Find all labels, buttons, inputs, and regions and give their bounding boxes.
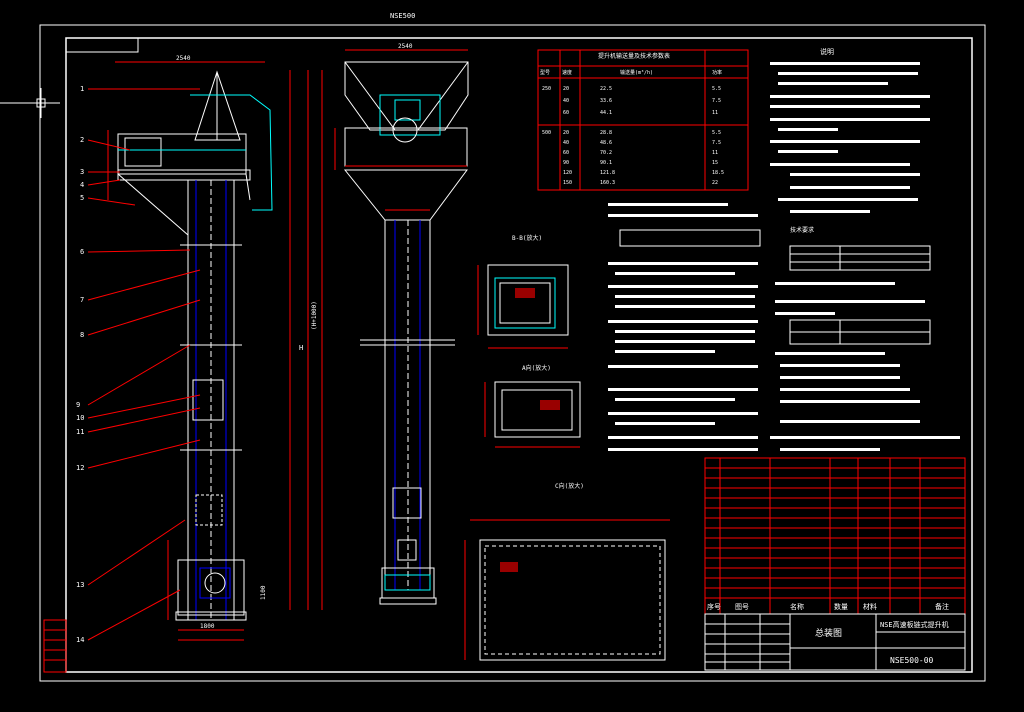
notes-title: 说明 [820, 47, 834, 56]
svg-text:150: 150 [563, 180, 572, 186]
svg-text:6: 6 [80, 248, 84, 256]
svg-text:22: 22 [712, 180, 718, 186]
margin-table [43, 619, 67, 673]
dim-top-width-mid: 2540 [398, 43, 413, 50]
dim-base-width: 1800 [200, 623, 215, 630]
svg-text:1: 1 [80, 85, 84, 93]
svg-text:图号: 图号 [735, 603, 749, 611]
crosshair-icon [0, 88, 60, 118]
svg-text:121.8: 121.8 [600, 170, 615, 176]
section-c: C向(放大) [464, 482, 670, 661]
drawing-number: NSE500-00 [890, 656, 934, 665]
svg-text:40: 40 [563, 140, 569, 146]
dim-vertical-h: H [299, 344, 303, 352]
svg-text:速度: 速度 [562, 69, 572, 76]
svg-text:11: 11 [76, 428, 84, 436]
parts-list: 序号 图号 名称 数量 材料 备注 [704, 457, 966, 615]
svg-text:160.3: 160.3 [600, 180, 615, 186]
svg-text:40: 40 [563, 98, 569, 104]
dim-height-1: 1100 [260, 585, 267, 600]
svg-text:120: 120 [563, 170, 572, 176]
section-b-label: B-B(放大) [512, 234, 542, 242]
svg-text:20: 20 [563, 130, 569, 136]
outer-frame [39, 24, 986, 682]
parameter-table: 提升机输送量及技术参数表 型号 速度 输送量(m³/h) 功率 250 20 2… [537, 49, 749, 191]
svg-text:60: 60 [563, 110, 569, 116]
svg-text:500: 500 [542, 130, 551, 136]
product-name: NSE高速板链式提升机 [880, 620, 949, 629]
svg-text:11: 11 [712, 150, 718, 156]
svg-text:4: 4 [80, 181, 84, 189]
svg-text:型号: 型号 [540, 69, 550, 76]
svg-text:90: 90 [563, 160, 569, 166]
svg-text:90.1: 90.1 [600, 160, 612, 166]
corner-box [65, 37, 139, 53]
svg-text:9: 9 [76, 401, 80, 409]
svg-text:20: 20 [563, 86, 569, 92]
elevator-front-view: 2540 1800 H [107, 55, 323, 641]
svg-text:70.2: 70.2 [600, 150, 612, 156]
svg-text:7.5: 7.5 [712, 140, 721, 146]
svg-text:名称: 名称 [790, 602, 804, 611]
title-block: 总装图 NSE高速板链式提升机 NSE500-00 [704, 613, 966, 671]
svg-text:13: 13 [76, 581, 84, 589]
svg-text:序号: 序号 [707, 602, 721, 611]
svg-text:数量: 数量 [834, 602, 848, 611]
svg-text:28.8: 28.8 [600, 130, 612, 136]
svg-text:7.5: 7.5 [712, 98, 721, 104]
svg-text:44.1: 44.1 [600, 110, 612, 116]
top-label: NSE500 [390, 12, 415, 20]
svg-text:22.5: 22.5 [600, 86, 612, 92]
svg-text:33.6: 33.6 [600, 98, 612, 104]
svg-text:250: 250 [542, 86, 551, 92]
svg-text:12: 12 [76, 464, 84, 472]
svg-text:2: 2 [80, 136, 84, 144]
callouts [87, 88, 201, 641]
svg-text:3: 3 [80, 168, 84, 176]
svg-text:11: 11 [712, 110, 718, 116]
inner-frame [65, 37, 973, 673]
svg-text:5.5: 5.5 [712, 86, 721, 92]
dim-top-width-left: 2540 [176, 55, 191, 62]
svg-text:60: 60 [563, 150, 569, 156]
svg-text:材料: 材料 [863, 602, 877, 611]
section-b: B-B(放大) [477, 234, 569, 349]
drawing-name: 总装图 [815, 627, 842, 639]
svg-text:5.5: 5.5 [712, 130, 721, 136]
section-a: A向(放大) [484, 364, 581, 448]
notes-block: 说明 技术要求 [608, 47, 960, 451]
svg-text:功率: 功率 [712, 69, 722, 76]
section-c-label: C向(放大) [555, 482, 584, 490]
svg-text:8: 8 [80, 331, 84, 339]
tech-title: 技术要求 [790, 226, 814, 234]
svg-text:备注: 备注 [935, 602, 949, 611]
svg-text:7: 7 [80, 296, 84, 304]
elevator-side-view: 2540 [334, 43, 469, 605]
svg-text:14: 14 [76, 636, 84, 644]
svg-text:18.5: 18.5 [712, 170, 724, 176]
svg-text:48.6: 48.6 [600, 140, 612, 146]
svg-text:15: 15 [712, 160, 718, 166]
svg-text:输送量(m³/h): 输送量(m³/h) [620, 69, 653, 76]
svg-text:5: 5 [80, 194, 84, 202]
svg-text:10: 10 [76, 414, 84, 422]
callout-numbers: 1 2 3 4 5 6 7 8 9 10 11 12 13 14 [76, 85, 84, 644]
table-title: 提升机输送量及技术参数表 [598, 52, 670, 60]
section-a-label: A向(放大) [522, 364, 551, 372]
dim-vertical-h2: (H+1000) [311, 301, 318, 330]
